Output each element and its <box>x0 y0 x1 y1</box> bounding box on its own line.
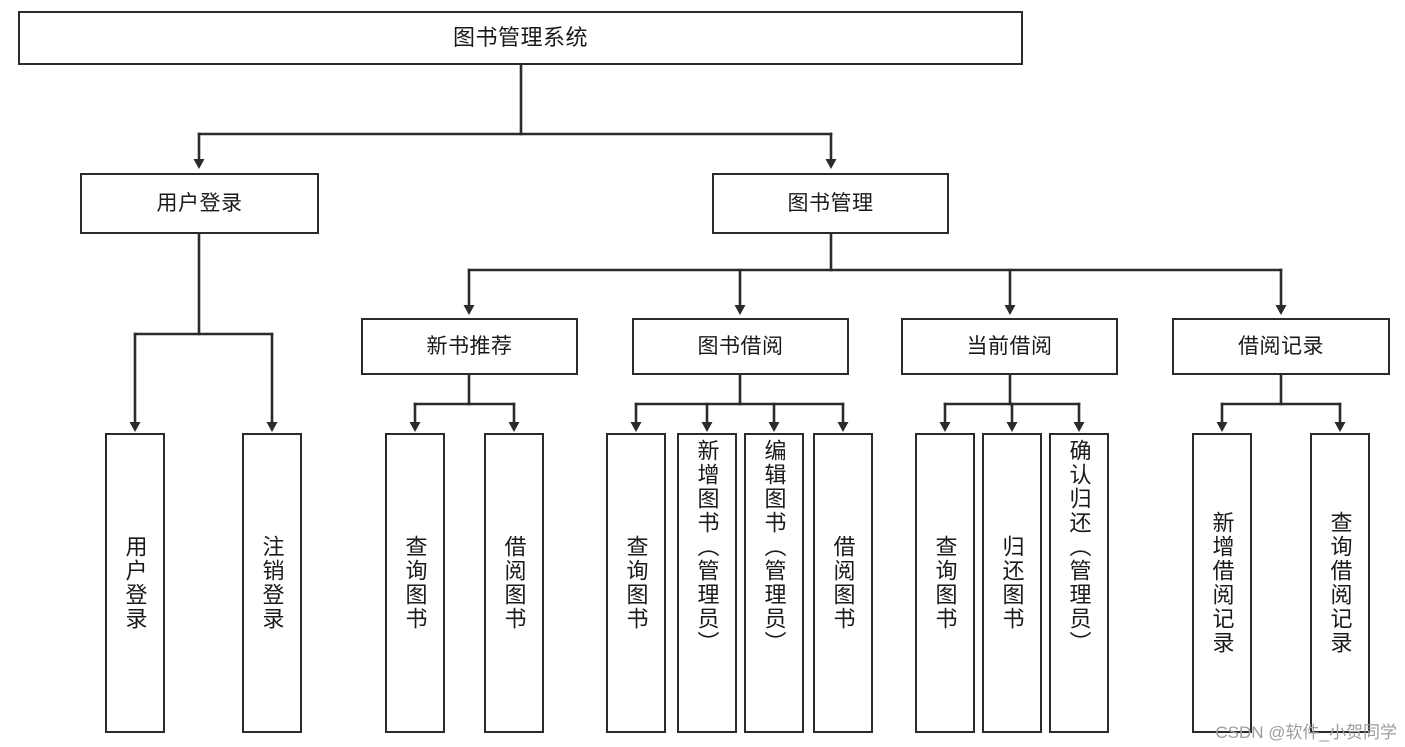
node-borrow-record[interactable]: 借阅记录 <box>1172 318 1390 375</box>
node-label: 图书管理系统 <box>452 24 588 50</box>
node-label: 图书管理 <box>787 191 874 215</box>
leaf-query-borrow-record[interactable]: 查询借阅记录 <box>1310 433 1370 733</box>
node-root-system[interactable]: 图书管理系统 <box>18 11 1023 65</box>
node-book-borrow[interactable]: 图书借阅 <box>632 318 849 375</box>
node-current-borrow[interactable]: 当前借阅 <box>901 318 1118 375</box>
node-label: 查询图书 <box>932 535 958 631</box>
leaf-borrow-book-recommend[interactable]: 借阅图书 <box>484 433 544 733</box>
node-label: 借阅图书 <box>501 535 527 631</box>
node-label: 编辑图书（管理员） <box>761 439 787 655</box>
node-label: 归还图书 <box>999 535 1025 631</box>
node-label: 新书推荐 <box>426 334 513 358</box>
leaf-add-book-admin[interactable]: 新增图书（管理员） <box>677 433 737 733</box>
leaf-user-login[interactable]: 用户登录 <box>105 433 165 733</box>
node-label: 注销登录 <box>259 535 285 631</box>
node-label: 查询图书 <box>623 535 649 631</box>
node-book-manage[interactable]: 图书管理 <box>712 173 949 234</box>
csdn-watermark: CSDN @软件_小贺同学 <box>1215 723 1397 742</box>
node-label: 用户登录 <box>156 191 243 215</box>
node-label: 用户登录 <box>122 535 148 631</box>
leaf-borrow-book-borrow[interactable]: 借阅图书 <box>813 433 873 733</box>
node-label: 图书借阅 <box>697 334 784 358</box>
leaf-query-book-recommend[interactable]: 查询图书 <box>385 433 445 733</box>
node-label: 借阅图书 <box>830 535 856 631</box>
leaf-confirm-return-admin[interactable]: 确认归还（管理员） <box>1049 433 1109 733</box>
leaf-add-borrow-record[interactable]: 新增借阅记录 <box>1192 433 1252 733</box>
leaf-return-book[interactable]: 归还图书 <box>982 433 1042 733</box>
node-label: 当前借阅 <box>966 334 1053 358</box>
node-label: 确认归还（管理员） <box>1066 439 1092 655</box>
leaf-query-book-current[interactable]: 查询图书 <box>915 433 975 733</box>
leaf-query-book-borrow[interactable]: 查询图书 <box>606 433 666 733</box>
node-user-login[interactable]: 用户登录 <box>80 173 319 234</box>
node-label: 新增图书（管理员） <box>694 439 720 655</box>
node-new-book-recommend[interactable]: 新书推荐 <box>361 318 578 375</box>
node-label: 借阅记录 <box>1238 334 1324 358</box>
leaf-user-logout[interactable]: 注销登录 <box>242 433 302 733</box>
node-label: 查询图书 <box>402 535 428 631</box>
node-label: 新增借阅记录 <box>1209 511 1235 655</box>
leaf-edit-book-admin[interactable]: 编辑图书（管理员） <box>744 433 804 733</box>
node-label: 查询借阅记录 <box>1327 511 1353 655</box>
